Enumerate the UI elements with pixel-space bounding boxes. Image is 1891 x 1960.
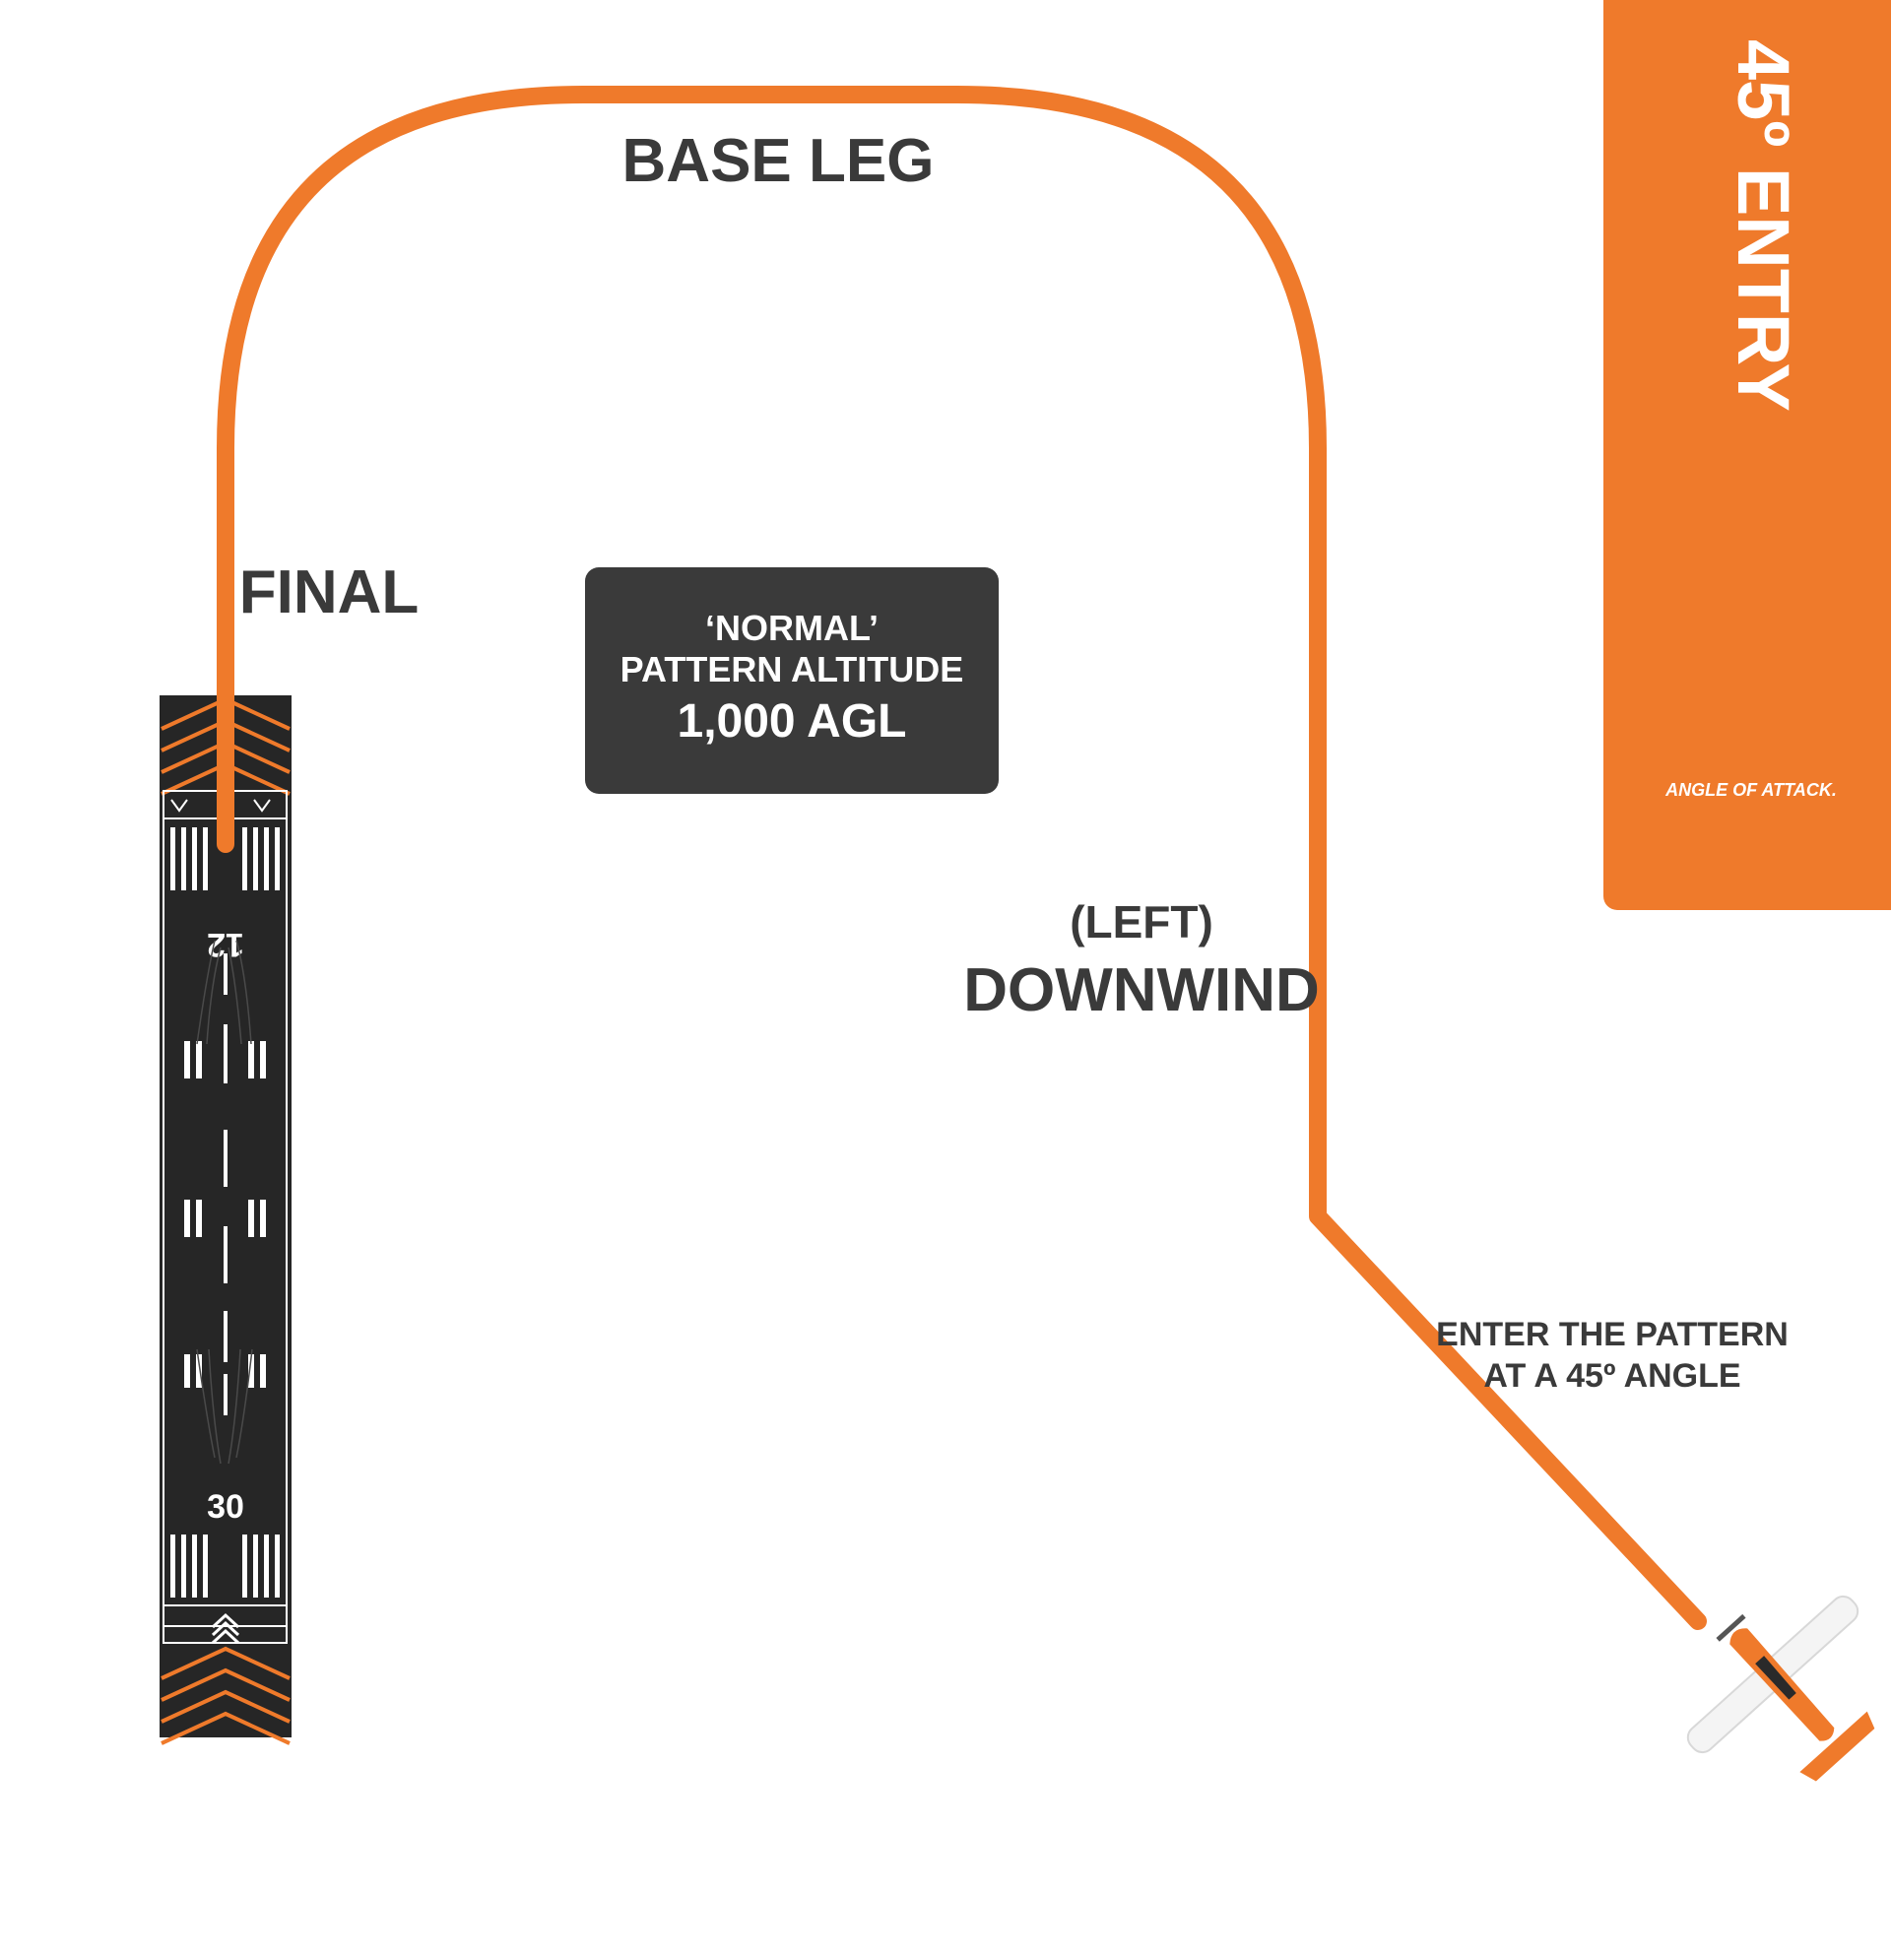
label-base-leg: BASE LEG xyxy=(622,127,935,195)
altitude-box: ‘NORMAL’ PATTERN ALTITUDE 1,000 AGL xyxy=(585,567,999,794)
label-downwind-side: (LEFT) xyxy=(1070,896,1213,947)
tire-marks xyxy=(196,940,253,1465)
banner-title: 45º ENTRY xyxy=(1723,39,1804,412)
label-entry-line2: AT A 45º ANGLE xyxy=(1483,1357,1740,1395)
side-banner: 45º ENTRY ANGLE OF ATTACK. xyxy=(1603,0,1891,910)
label-downwind: DOWNWIND xyxy=(963,956,1320,1024)
altitude-line2: PATTERN ALTITUDE xyxy=(620,649,964,689)
banner-background xyxy=(1603,0,1891,910)
chevron-up-icon xyxy=(211,1612,240,1645)
runway-number-bottom: 30 xyxy=(207,1488,244,1526)
touchdown-markings xyxy=(184,1041,266,1388)
altitude-line1: ‘NORMAL’ xyxy=(705,608,879,648)
label-final: FINAL xyxy=(239,558,420,626)
pattern-path xyxy=(217,86,1707,1630)
altitude-line3: 1,000 AGL xyxy=(678,695,907,748)
threshold-markings-top xyxy=(170,827,280,890)
threshold-markings-bottom xyxy=(170,1535,280,1598)
brand-logo: ANGLE OF ATTACK. xyxy=(1664,780,1837,800)
airplane-icon xyxy=(1686,1595,1875,1782)
chevron-icon-bottom xyxy=(161,1646,291,1745)
centerline xyxy=(224,953,228,1415)
label-entry-line1: ENTER THE PATTERN xyxy=(1436,1316,1789,1353)
